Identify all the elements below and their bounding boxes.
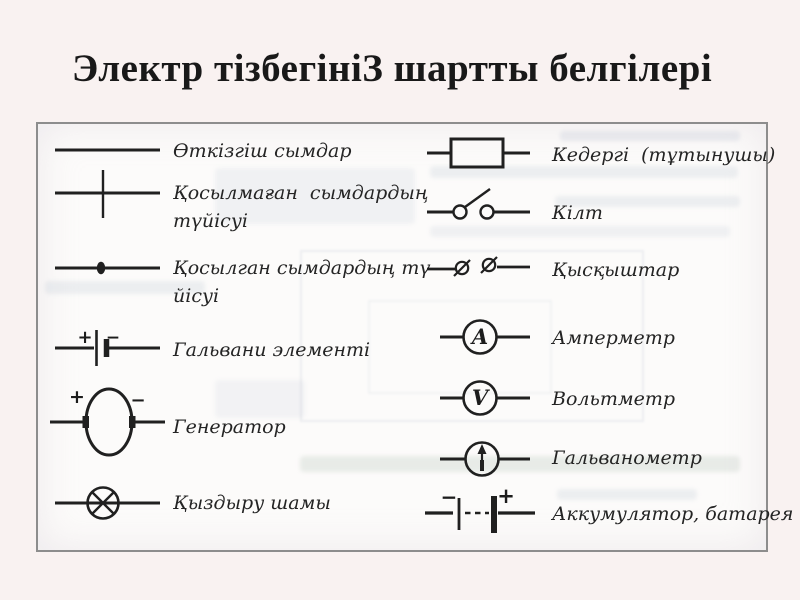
legend-label: Өткізгіш сымдар [173, 140, 352, 162]
wire-symbol [55, 148, 160, 152]
legend-label: Қысқыштар [552, 259, 680, 281]
scan-artifact [215, 380, 305, 418]
scan-artifact [45, 281, 205, 294]
legend-label: Қосылган сымдардың тү- йісуі [173, 257, 437, 307]
galvanic-cell-symbol: + − [55, 327, 160, 366]
ammeter-symbol: A [440, 319, 530, 355]
plus-sign: + [497, 488, 515, 508]
plus-sign: + [69, 386, 85, 408]
scan-artifact [215, 168, 415, 224]
scan-artifact [300, 250, 644, 422]
minus-sign: − [106, 328, 120, 348]
legend-label: Қосылмаған сымдардың түйісуі [173, 182, 429, 232]
slide-title: Электр тізбегініЗ шартты белгілері [71, 47, 713, 90]
plus-sign: + [77, 327, 92, 348]
legend-label: Қыздыру шамы [173, 492, 331, 514]
legend-label: Аккумулятор, батарея [552, 503, 794, 525]
legend-label: Генератор [173, 416, 286, 438]
legend-label: Кілт [552, 202, 603, 224]
uncrossed-wires-symbol [55, 170, 160, 218]
legend-label: Амперметр [552, 327, 675, 349]
galvanometer-symbol [440, 441, 530, 477]
lamp-symbol [55, 486, 160, 520]
resistor-symbol [427, 137, 530, 169]
legend-label: Вольтметр [552, 388, 676, 410]
scan-artifact [368, 300, 552, 394]
scan-artifact [555, 196, 740, 207]
minus-sign: − [130, 390, 145, 411]
scan-artifact [300, 456, 740, 472]
voltmeter-symbol: V [440, 380, 530, 416]
voltmeter-letter: V [472, 385, 491, 410]
scan-artifact [430, 166, 738, 178]
ammeter-letter: A [470, 324, 488, 349]
legend-label: Кедергі (тұтынушы) [552, 144, 776, 166]
scan-artifact [560, 131, 740, 141]
legend-label: Гальвани элементі [173, 339, 371, 361]
connected-wires-symbol [55, 261, 160, 275]
battery-symbol: − + [425, 488, 535, 533]
clamps-symbol [427, 256, 530, 277]
scan-artifact [557, 489, 697, 500]
scan-artifact [430, 226, 730, 237]
generator-symbol: + − [50, 386, 165, 457]
switch-symbol [427, 188, 530, 220]
legend-label: Гальванометр [552, 447, 702, 469]
minus-sign: − [441, 488, 458, 509]
